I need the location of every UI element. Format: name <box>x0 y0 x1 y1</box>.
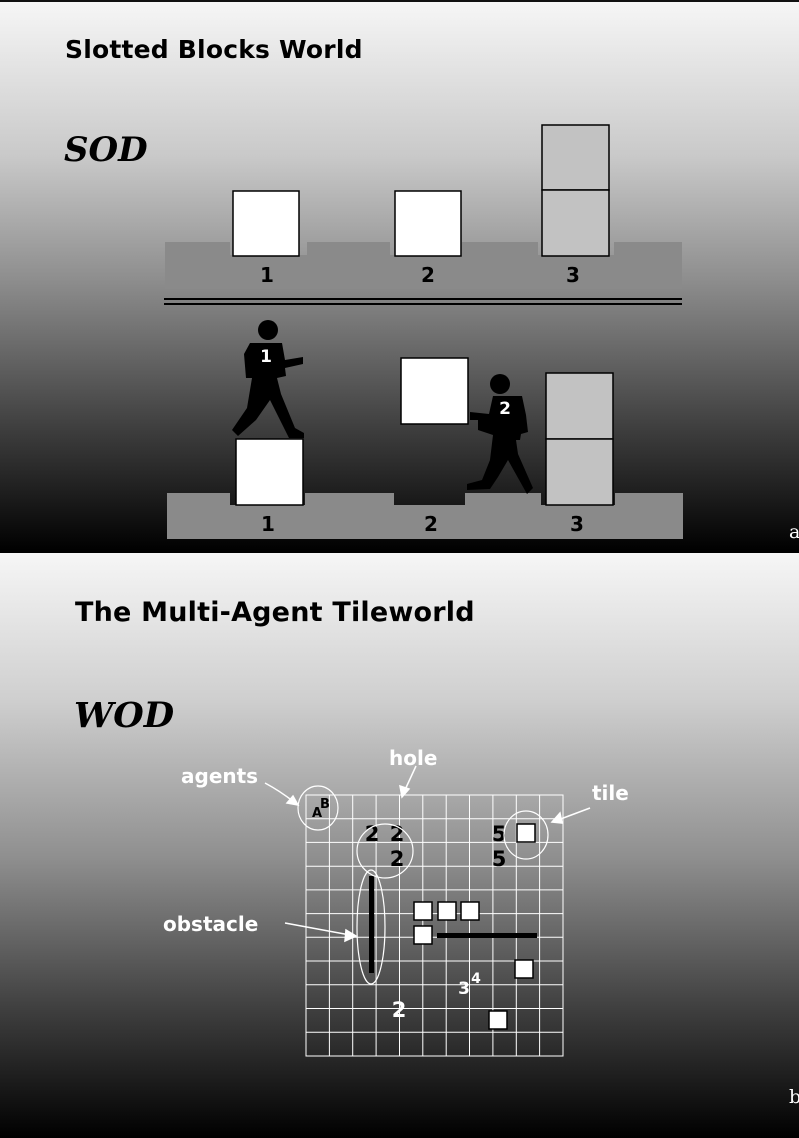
block-bottom-slot-1 <box>235 438 304 506</box>
block-bottom-slot-3-lower <box>545 438 614 506</box>
hole-value: 5 <box>492 822 507 846</box>
callout-label-agents: agents <box>181 764 258 788</box>
tile <box>413 901 433 921</box>
agent-letter-a: A <box>312 806 322 821</box>
obstacle-highlight-ellipse <box>356 869 386 985</box>
tile <box>488 1010 508 1030</box>
slot-label-top-2: 2 <box>421 263 435 287</box>
tile <box>514 959 534 979</box>
tileworld-illustration: 2 2 2 5 5 2 3 4 A B agents hole tile o <box>163 746 629 1057</box>
tileworld-grid <box>305 794 564 1057</box>
hole-value: 2 <box>390 822 405 846</box>
callout-label-obstacle: obstacle <box>163 912 258 936</box>
ground-top <box>165 242 682 289</box>
slot-label-bottom-2: 2 <box>424 512 438 536</box>
panel-divider <box>0 550 799 553</box>
slot-label-bottom-3: 3 <box>570 512 584 536</box>
tile-highlight-ellipse <box>503 810 549 860</box>
agents-highlight-ellipse <box>297 785 339 831</box>
hole-highlight-ellipse <box>356 823 414 879</box>
ground-bottom <box>167 493 683 539</box>
tile <box>460 901 480 921</box>
slot-label-bottom-1: 1 <box>261 512 275 536</box>
hole-value: 2 <box>365 822 380 846</box>
agent-1-figure <box>232 320 304 438</box>
agent-2-label: 2 <box>499 399 511 419</box>
tile <box>437 901 457 921</box>
hole-value-4-superscript: 4 <box>471 971 481 987</box>
block-top-slot-2 <box>394 190 462 257</box>
panel-b-title: The Multi-Agent Tileworld <box>75 597 475 628</box>
panel-b-tileworld: The Multi-Agent Tileworld WOD <box>0 553 799 1138</box>
panel-a-title: Slotted Blocks World <box>65 35 363 64</box>
hole-value: 2 <box>390 847 405 871</box>
callout-label-tile: tile <box>592 781 629 805</box>
block-top-slot-3-lower <box>541 189 610 257</box>
block-held <box>400 357 469 425</box>
panel-a-subtitle: SOD <box>64 130 148 170</box>
slot-label-top-1: 1 <box>260 263 274 287</box>
obstacle-vertical <box>369 876 374 973</box>
callout-label-hole: hole <box>389 746 437 770</box>
callout-arrows <box>264 765 591 943</box>
panel-b-corner-label: b <box>789 1086 799 1108</box>
hole-value: 5 <box>492 847 507 871</box>
hole-value-3: 3 <box>458 979 470 999</box>
block-bottom-slot-3-upper <box>545 372 614 440</box>
agent-letter-b: B <box>320 797 330 812</box>
tile <box>413 925 433 945</box>
block-top-slot-3-upper <box>541 124 610 191</box>
blocks-world-illustration: 1 2 3 1 2 3 1 2 <box>164 124 683 539</box>
agent-1-label: 1 <box>260 347 272 367</box>
block-top-slot-1 <box>232 190 300 257</box>
agent-2-figure <box>467 374 533 494</box>
panel-a-slotted-blocks: Slotted Blocks World SOD 1 2 3 1 2 3 1 <box>0 0 799 552</box>
tile <box>516 823 536 843</box>
panel-b-subtitle: WOD <box>74 695 175 736</box>
panel-a-corner-label: a <box>789 521 799 543</box>
slot-label-top-3: 3 <box>566 263 580 287</box>
hole-value: 2 <box>392 998 407 1022</box>
obstacle-horizontal <box>437 933 537 938</box>
